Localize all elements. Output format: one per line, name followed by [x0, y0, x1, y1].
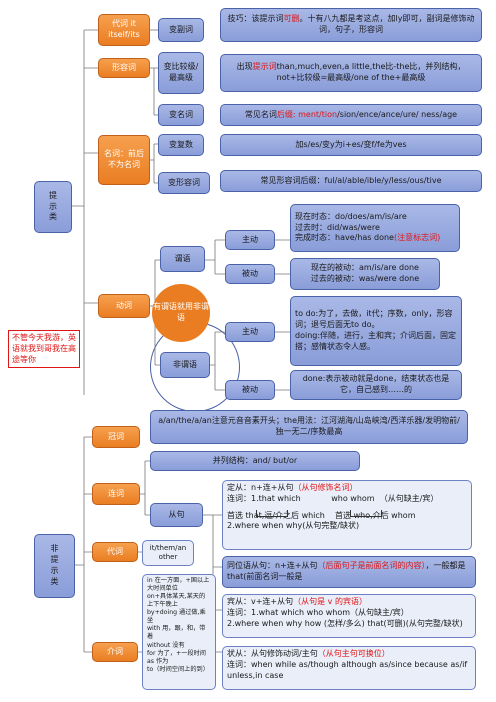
- root-prompt-node: 提 示 类: [34, 181, 72, 233]
- pronoun-other-node: it/them/an other: [142, 540, 194, 566]
- appositive-clause-rule: 同位语从句：n+连+从句（后面句子是前面名词的内容），一般都是 that(前面名…: [222, 556, 476, 588]
- plural-rule: 加s/es/变y为i+es/变f/fe为ves: [220, 134, 482, 156]
- note-text: 不管今天我游，英语就我到哥我在高途等你: [8, 330, 80, 369]
- verb-node: 动词: [98, 294, 150, 318]
- object-clause-rule: 宾从：v+连+从句（从句是 v 的宾语） 连词：1.what which who…: [222, 594, 476, 638]
- pronoun-it-node: 代词 it itself/its: [98, 14, 150, 46]
- bracket-mark-2: [350, 510, 382, 517]
- comparative-node: 变比较级/最高级: [158, 52, 204, 94]
- non-predicate-node: 非谓语: [160, 352, 210, 378]
- attributive-clause-rule: 定从：n+连+从句（从句修饰名词） 连词：1.that which who wh…: [222, 480, 472, 550]
- pronoun-node: 代词: [92, 542, 138, 562]
- nonpredicate-passive-rule: done:表示被动就是done，结束状态也是它，自己感到……的: [290, 370, 462, 400]
- noun-suffix-rule: 常见名词后缀: ment/tion/sion/ence/ance/ure/ ne…: [220, 104, 482, 126]
- predicate-node: 谓语: [160, 246, 205, 272]
- nonpredicate-active-rule: to do:为了，去做，it代；序数，only，形容词；退号后面无to do。d…: [290, 296, 462, 366]
- adjective-suffix-rule: 常见形容词后缀：ful/al/able/ible/y/less/ous/tive: [220, 170, 482, 192]
- to-adjective-node: 变形容词: [158, 172, 210, 194]
- bracket-mark-1: [256, 510, 288, 517]
- nonpredicate-active-node: 主动: [225, 322, 275, 342]
- adverb-tip: 技巧：该提示词可删。十有八九都是考这点，加ly即可，副词是修饰动词，句子，形容词: [220, 8, 482, 42]
- parallel-structure: 并列结构：and/ but/or: [150, 451, 360, 471]
- active-tense-rule: 现在时态：do/does/am/is/are 过去时：did/was/were …: [290, 204, 460, 252]
- conjunction-node: 连词: [92, 483, 140, 505]
- preposition-rule: in 在一方面，+国以上大时间单位 on+具体某天,某天的上下午晚上 by+do…: [142, 574, 216, 690]
- article-node: 冠词: [92, 426, 140, 448]
- plural-node: 变复数: [158, 134, 204, 156]
- predicate-passive-node: 被动: [225, 264, 275, 284]
- predicate-active-node: 主动: [225, 230, 275, 250]
- clause-node: 从句: [150, 503, 203, 527]
- root-nonprompt-node: 非 提 示 类: [34, 534, 75, 598]
- rule-circle: 有谓语就用非谓语: [152, 284, 210, 342]
- adjective-node: 形容词: [98, 58, 150, 78]
- to-adverb-node: 变副词: [158, 18, 204, 42]
- to-noun-node: 变名词: [158, 104, 204, 126]
- noun-node: 名词：前后不为名词: [98, 135, 150, 185]
- nonpredicate-passive-node: 被动: [225, 380, 275, 400]
- comparative-rule: 出现提示词than,much,even,a little,the比-the比，并…: [220, 54, 482, 92]
- adverbial-clause-rule: 状从：从句修饰动词/主句（从句主句可换位） 连词：when while as/t…: [222, 646, 476, 690]
- preposition-node: 介词: [92, 642, 138, 662]
- article-rule: a/an/the/a/an注意元音音素开头；the用法：江河湖海/山岛峡湾/西洋…: [150, 410, 468, 444]
